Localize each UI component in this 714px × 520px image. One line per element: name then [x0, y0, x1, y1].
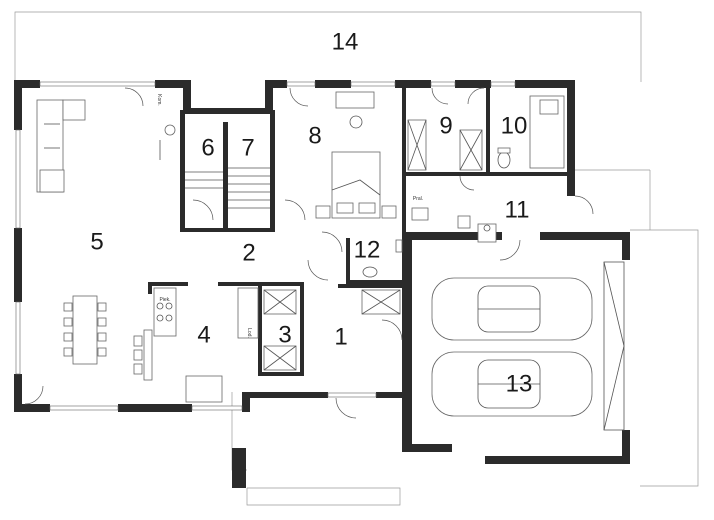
room-label-14: 14 — [332, 29, 359, 56]
room-label-9: 9 — [439, 113, 452, 140]
laundry-label: Pral. — [413, 196, 423, 202]
windows — [15, 81, 516, 411]
exterior-walls — [14, 80, 630, 488]
fridge-label: Lod. — [246, 328, 252, 338]
oven-label: Piek. — [159, 297, 170, 303]
room-label-7: 7 — [241, 135, 254, 162]
dining-chairs — [63, 302, 107, 357]
room-label-3: 3 — [278, 322, 291, 349]
room-label-13: 13 — [506, 371, 533, 398]
room-label-10: 10 — [501, 113, 528, 140]
chimney-label: Kom. — [156, 94, 162, 106]
living-furniture — [36, 99, 153, 381]
bedroom-furniture — [315, 91, 397, 219]
room-label-8: 8 — [308, 123, 321, 150]
room-label-1: 1 — [334, 324, 347, 351]
room-label-2: 2 — [242, 240, 255, 267]
hall-wardrobe — [361, 289, 401, 315]
room-labels: 1 2 3 4 5 6 7 8 9 10 11 12 13 14 — [90, 29, 532, 398]
interior-walls — [148, 88, 567, 376]
car-top — [431, 277, 593, 341]
doors — [24, 87, 594, 419]
utility-fixtures: Pral. — [411, 196, 497, 243]
room-label-6: 6 — [201, 135, 214, 162]
chimney-marker: Kom. — [156, 94, 176, 160]
kitchen-furniture: Piek. Lod. — [153, 287, 259, 403]
bath-10-fixtures — [497, 95, 565, 169]
room-label-4: 4 — [197, 322, 210, 349]
pantry-shelves — [263, 289, 297, 371]
room-label-5: 5 — [90, 229, 103, 256]
room-label-11: 11 — [505, 197, 530, 224]
bath-9-fixtures — [407, 119, 483, 171]
wc-fixtures — [362, 239, 403, 278]
car-bottom — [431, 351, 593, 417]
garage-door — [603, 261, 625, 431]
staircase — [185, 167, 270, 209]
room-label-12: 12 — [354, 237, 381, 264]
